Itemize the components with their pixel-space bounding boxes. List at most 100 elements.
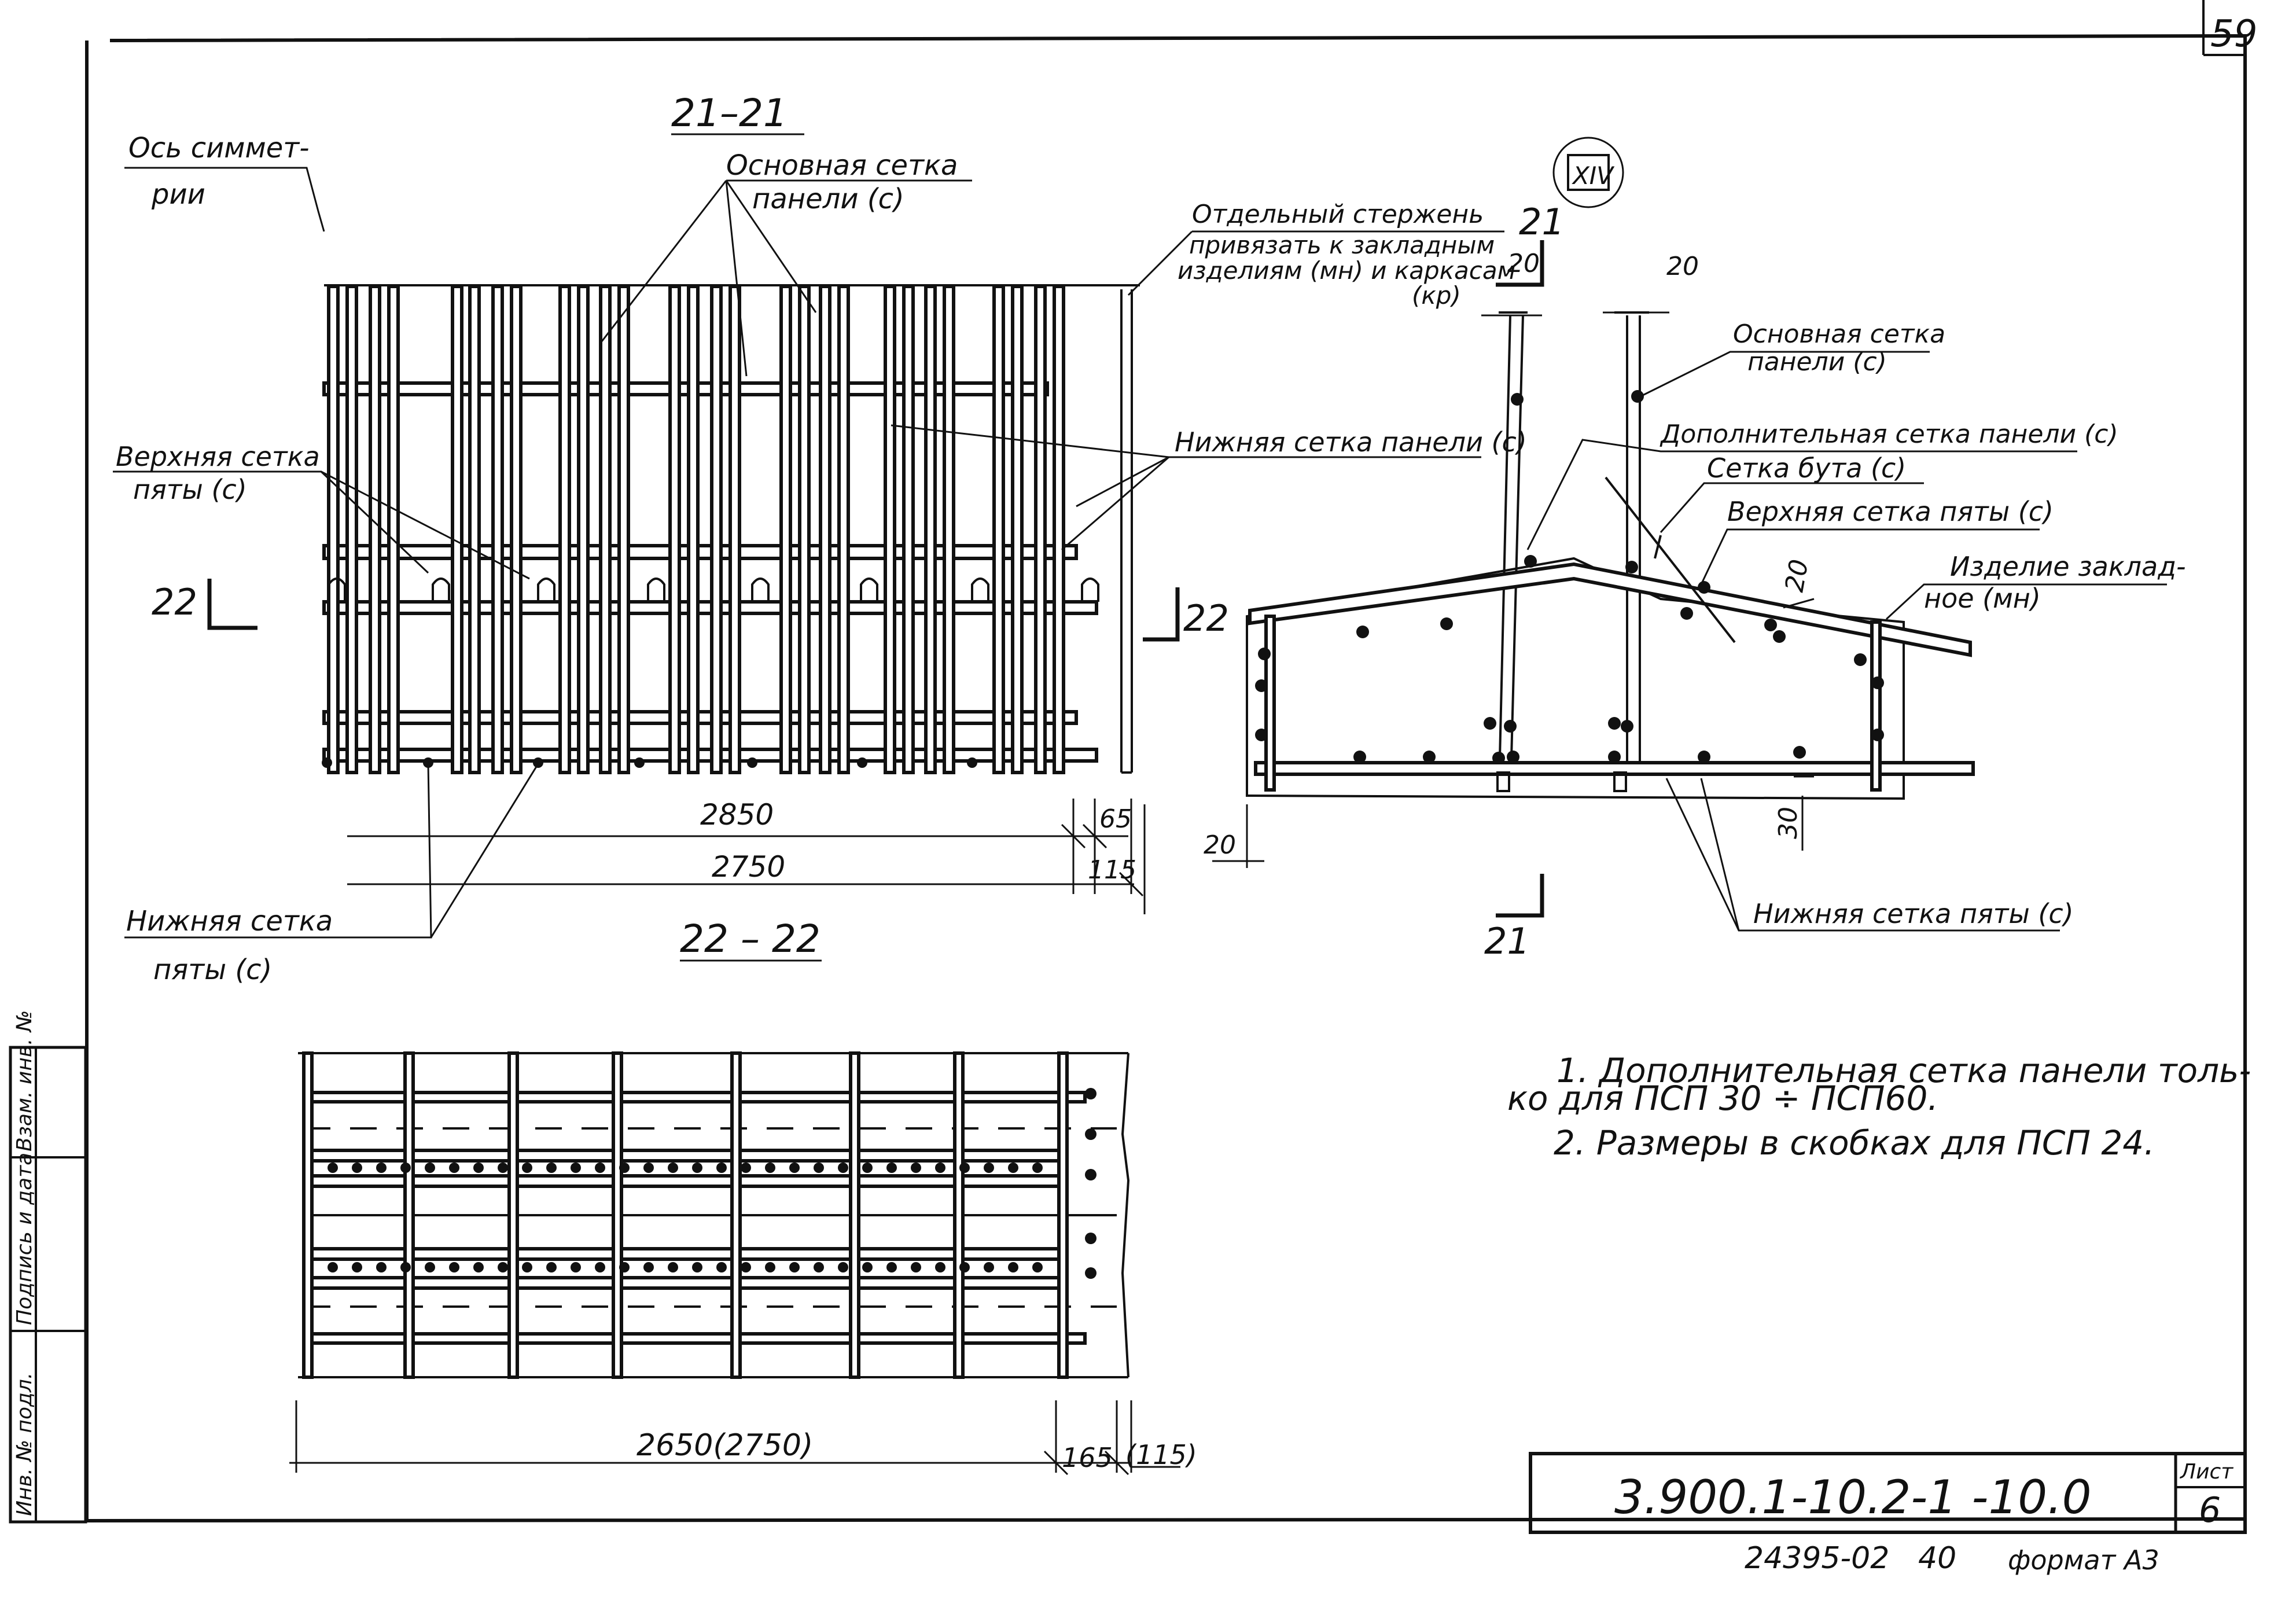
- dimension-2750: 2750: [712, 850, 785, 884]
- bar-dot: [789, 1262, 800, 1272]
- bar-dot: [1680, 607, 1693, 620]
- vertical-bar: [617, 285, 630, 774]
- vertical-bar: [345, 285, 358, 774]
- bar-dot: [1698, 751, 1710, 763]
- vertical-bar: [668, 285, 681, 774]
- bar-dot: [1793, 746, 1806, 759]
- bar-dot: [352, 1163, 362, 1173]
- bar-dot: [643, 1163, 654, 1173]
- bar-dot: [862, 1262, 873, 1272]
- vertical-bar: [558, 285, 571, 774]
- dimension-115: 115: [1088, 855, 1136, 885]
- heel-clip: [860, 578, 878, 602]
- bar-dot: [1773, 630, 1786, 643]
- vertical-bar: [1011, 285, 1024, 774]
- vertical-bar: [687, 285, 700, 774]
- bar-dot: [741, 1163, 751, 1173]
- bar-dot: [1356, 626, 1369, 638]
- bar-dot: [1621, 720, 1633, 733]
- vertical-bar: [924, 285, 937, 774]
- detail-dim-top-right: 20: [1666, 252, 1699, 281]
- bar-dot: [857, 757, 867, 768]
- bar-dot: [984, 1262, 994, 1272]
- bar-dot: [449, 1262, 459, 1272]
- vertical-bar: [468, 285, 481, 774]
- bar-dot: [789, 1163, 800, 1173]
- bar-dot: [634, 757, 645, 768]
- bar-dot: [765, 1163, 775, 1173]
- vertical-bar: [819, 285, 831, 774]
- section-21-leaders: [113, 167, 1504, 939]
- bar-dot: [546, 1262, 557, 1272]
- vertical-bar: [451, 285, 463, 774]
- vertical-bar: [403, 1051, 415, 1379]
- dimension-2850: 2850: [700, 798, 774, 832]
- bar-dot: [1764, 619, 1777, 631]
- detail-additional-mesh-label: Дополнительная сетка панели (с): [1660, 420, 2118, 449]
- bar-dot: [838, 1163, 848, 1173]
- detail-lower-heel-mesh-label: Нижняя сетка пяты (с): [1753, 898, 2074, 929]
- stamp-signature-date: Подпись и дата: [13, 1153, 36, 1325]
- title-block: [1529, 1452, 2247, 1534]
- bar-dot: [741, 1262, 751, 1272]
- bar-dot: [1008, 1163, 1018, 1173]
- bar-dot: [449, 1163, 459, 1173]
- side-stamp: [9, 1046, 87, 1524]
- bar-dot: [838, 1262, 848, 1272]
- bar-dot: [425, 1262, 435, 1272]
- heel-clip: [1081, 578, 1099, 602]
- vertical-bar: [730, 1051, 742, 1379]
- detail-dim-bottom-right: 30: [1773, 807, 1803, 839]
- dimension-2650: 2650(2750): [636, 1428, 813, 1463]
- detail-rubble-mesh-label: Сетка бута (с): [1707, 453, 1906, 484]
- bar-dot: [959, 1163, 970, 1173]
- vertical-bar: [612, 1051, 623, 1379]
- bar-dot: [498, 1262, 508, 1272]
- bar-dot: [1440, 617, 1453, 630]
- bar-dot: [522, 1262, 532, 1272]
- bar-dot: [862, 1163, 873, 1173]
- dimension-165: 165: [1062, 1442, 1113, 1473]
- vertical-bar: [779, 285, 792, 774]
- bar-dot: [619, 1262, 630, 1272]
- separate-bar-label-3: изделиям (мн) и каркасам: [1178, 256, 1515, 285]
- bar-dot: [886, 1163, 897, 1173]
- bar-dot: [959, 1262, 970, 1272]
- vertical-bar: [902, 285, 915, 774]
- format-label: формат А3: [2008, 1544, 2159, 1576]
- detail-embedded-label-2: ное (мн): [1924, 583, 2041, 614]
- bar-dot: [546, 1163, 557, 1173]
- bar-dot: [716, 1163, 727, 1173]
- bar-dot: [1608, 717, 1621, 730]
- section-22-title: 22 – 22: [680, 917, 820, 961]
- bar-dot: [1085, 1169, 1097, 1180]
- vertical-bar: [1053, 285, 1065, 774]
- lower-heel-mesh-label-1: Нижняя сетка: [126, 905, 333, 937]
- section-21-clips: [328, 578, 1099, 602]
- separate-bar-label-1: Отдельный стержень: [1192, 200, 1484, 229]
- upper-heel-mesh-label-1: Верхняя сетка: [116, 441, 320, 472]
- lower-heel-mesh-label-2: пяты (с): [153, 954, 272, 986]
- cut-mark-21-top-label: 21: [1519, 201, 1565, 243]
- note-line-2: ко для ПСП 30 ÷ ПСП60.: [1507, 1079, 1938, 1118]
- vertical-bar: [798, 285, 811, 774]
- bar-dot: [1871, 729, 1884, 741]
- sheet-number: 6: [2199, 1490, 2221, 1531]
- cut-mark-21-bottom-label: 21: [1484, 920, 1530, 962]
- bar-dot: [1492, 752, 1505, 764]
- detail-main-mesh-label-1: Основная сетка: [1733, 319, 1945, 349]
- bar-dot: [498, 1163, 508, 1173]
- bar-dot: [984, 1163, 994, 1173]
- bar-dot: [1255, 679, 1268, 692]
- section-21-title: 21–21: [671, 91, 788, 135]
- bar-dot: [692, 1262, 702, 1272]
- heel-clip: [328, 578, 346, 602]
- vertical-bar: [1057, 1051, 1069, 1379]
- vertical-bar: [1034, 285, 1047, 774]
- bar-dot: [1423, 751, 1436, 763]
- heel-clip: [647, 578, 665, 602]
- bar-dot: [376, 1262, 387, 1272]
- bar-dot: [668, 1262, 678, 1272]
- bar-dot: [571, 1163, 581, 1173]
- bar-dot: [765, 1262, 775, 1272]
